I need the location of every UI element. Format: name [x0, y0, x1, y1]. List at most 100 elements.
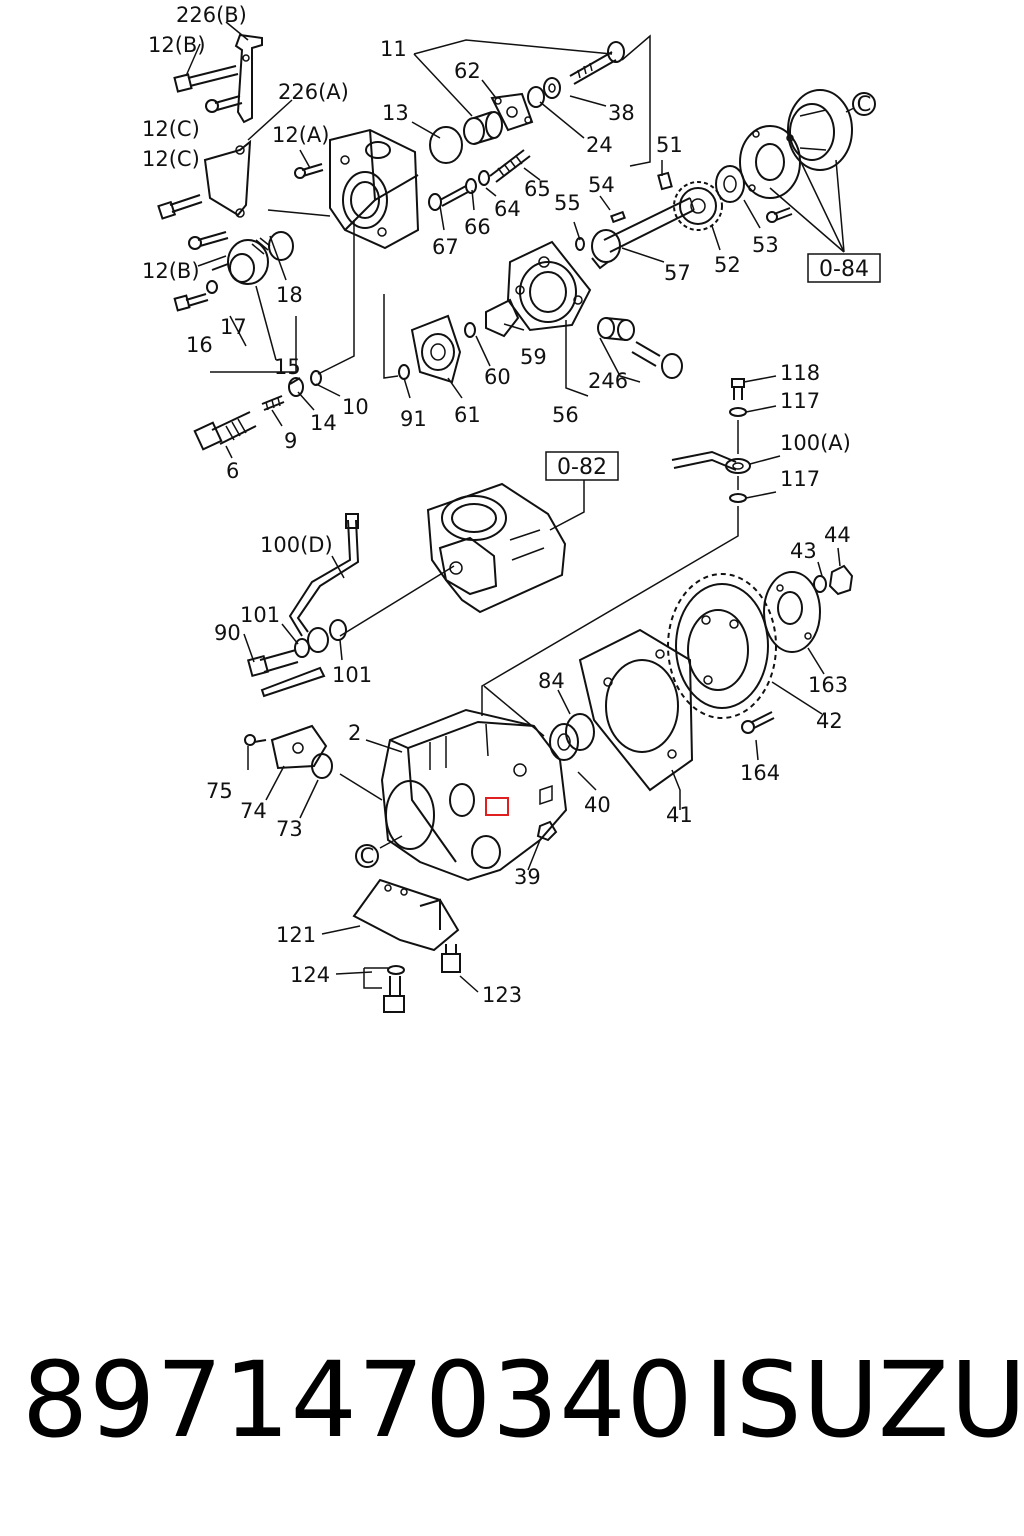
label-12c-b: 12(C)	[142, 147, 200, 171]
label-90: 90	[214, 621, 241, 645]
label-56: 56	[552, 403, 579, 427]
bolt-164	[741, 711, 775, 734]
label-118: 118	[780, 361, 820, 385]
ref-c-bottom-text: C	[360, 844, 375, 868]
bolt-118	[731, 378, 745, 400]
label-42: 42	[816, 709, 843, 733]
diagram-canvas: C C 0-84 0-82 226(B) 12(B) 226(A) 11 62 …	[142, 3, 881, 1013]
pump-body-2	[380, 708, 568, 882]
boxed-ref-084-text: 0-84	[819, 257, 869, 282]
key-51	[657, 171, 673, 191]
bracket-121	[352, 878, 460, 952]
ref-c-top-text: C	[857, 92, 872, 116]
label-52: 52	[714, 253, 741, 277]
label-101a: 101	[240, 603, 280, 627]
plate-24	[490, 92, 534, 132]
gear-52	[673, 181, 723, 231]
pump-head-housing	[329, 128, 420, 250]
label-59: 59	[520, 345, 547, 369]
label-38: 38	[608, 101, 635, 125]
washer-60	[464, 322, 476, 338]
bolt-12c-mid	[157, 194, 203, 220]
plate-74	[270, 724, 328, 770]
label-57: 57	[664, 261, 691, 285]
exploded-parts-diagram: C C 0-84 0-82 226(B) 12(B) 226(A) 11 62 …	[142, 3, 881, 1013]
shaft-11	[569, 41, 625, 85]
washer-91	[398, 364, 410, 380]
label-117a: 117	[780, 389, 820, 413]
bolt-16	[173, 293, 209, 312]
washer-124	[387, 965, 405, 975]
pipe-100d	[288, 513, 360, 637]
pipe-100a	[671, 450, 751, 474]
label-91: 91	[400, 407, 427, 431]
label-6: 6	[226, 459, 239, 483]
label-54: 54	[588, 173, 615, 197]
washer-38	[527, 77, 561, 108]
oring-13	[429, 126, 463, 164]
brand-name: ISUZU	[704, 1339, 1024, 1461]
cover-084	[787, 89, 853, 171]
bracket-226b	[234, 33, 263, 124]
leader-lines	[185, 21, 863, 993]
valve-6	[193, 411, 257, 451]
highlight-box	[485, 797, 509, 816]
bolt-12b-mid	[188, 231, 229, 250]
label-121: 121	[276, 923, 316, 947]
label-24: 24	[586, 133, 613, 157]
label-164: 164	[740, 761, 780, 785]
label-11: 11	[380, 37, 407, 61]
label-13: 13	[382, 101, 409, 125]
label-14: 14	[310, 411, 337, 435]
banjo-bolt-90	[246, 649, 326, 698]
label-2: 2	[348, 721, 361, 745]
fitting-39	[536, 820, 558, 842]
washer-117b	[729, 493, 747, 503]
key-54	[610, 210, 626, 224]
screw-53	[766, 207, 793, 223]
label-226b: 226(B)	[176, 3, 247, 27]
label-163: 163	[808, 673, 848, 697]
label-51: 51	[656, 133, 683, 157]
label-44: 44	[824, 523, 851, 547]
footer-caption: 8971470340 ISUZU	[0, 1340, 1024, 1460]
cam-ring-56	[506, 240, 592, 332]
label-100a: 100(A)	[780, 431, 851, 455]
gear-42	[667, 573, 777, 719]
bolt-123	[441, 944, 461, 973]
label-60: 60	[484, 365, 511, 389]
label-65: 65	[524, 177, 551, 201]
boxed-ref-082: 0-82	[545, 451, 619, 481]
label-67: 67	[432, 235, 459, 259]
label-100d: 100(D)	[260, 533, 333, 557]
label-61: 61	[454, 403, 481, 427]
label-9: 9	[284, 429, 297, 453]
label-12b-top: 12(B)	[148, 33, 206, 57]
label-15: 15	[274, 355, 301, 379]
label-10: 10	[342, 395, 369, 419]
governor-housing-082	[426, 482, 567, 614]
highlight-marker	[485, 797, 509, 816]
washer-10	[310, 370, 322, 386]
sleeve-62	[463, 111, 503, 145]
label-74: 74	[240, 799, 267, 823]
spring-65	[489, 149, 531, 183]
nut-44	[828, 564, 854, 596]
label-64: 64	[494, 197, 521, 221]
label-246: 246	[588, 369, 628, 393]
bolt-12b-top	[173, 65, 239, 93]
label-40: 40	[584, 793, 611, 817]
label-123: 123	[482, 983, 522, 1007]
cover-41	[578, 628, 694, 792]
label-53: 53	[752, 233, 779, 257]
washer-52b	[715, 165, 745, 203]
bolt-12a	[294, 163, 324, 179]
label-73: 73	[276, 817, 303, 841]
rollers-246	[597, 317, 683, 379]
pin-67	[428, 185, 469, 211]
label-17: 17	[220, 315, 247, 339]
label-124: 124	[290, 963, 330, 987]
washer-43	[813, 575, 827, 593]
label-84: 84	[538, 669, 565, 693]
label-226a: 226(A)	[278, 80, 349, 104]
